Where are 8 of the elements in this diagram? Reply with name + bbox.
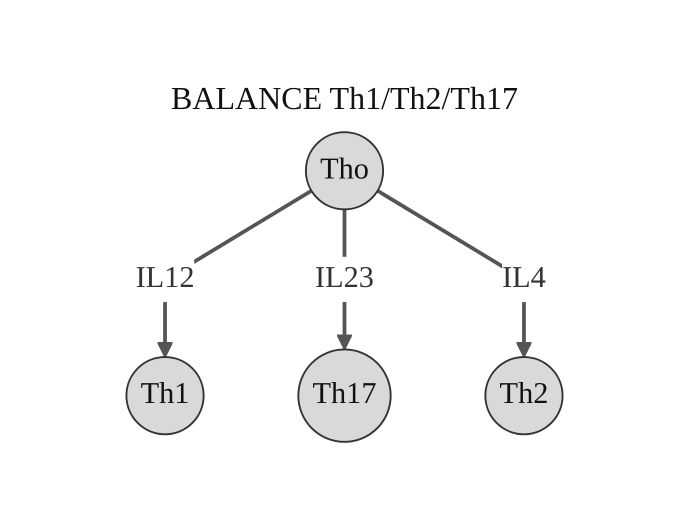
edge-label: IL23	[315, 262, 374, 295]
edge-label: IL12	[136, 262, 194, 295]
edge-label: IL4	[502, 262, 546, 295]
node-circle: Th17	[297, 348, 392, 443]
title: BALANCE Th1/Th2/Th17	[170, 80, 519, 117]
node-circle: Tho	[304, 131, 384, 210]
node-circle: Th1	[125, 356, 205, 436]
node-circle: Th2	[484, 356, 564, 436]
